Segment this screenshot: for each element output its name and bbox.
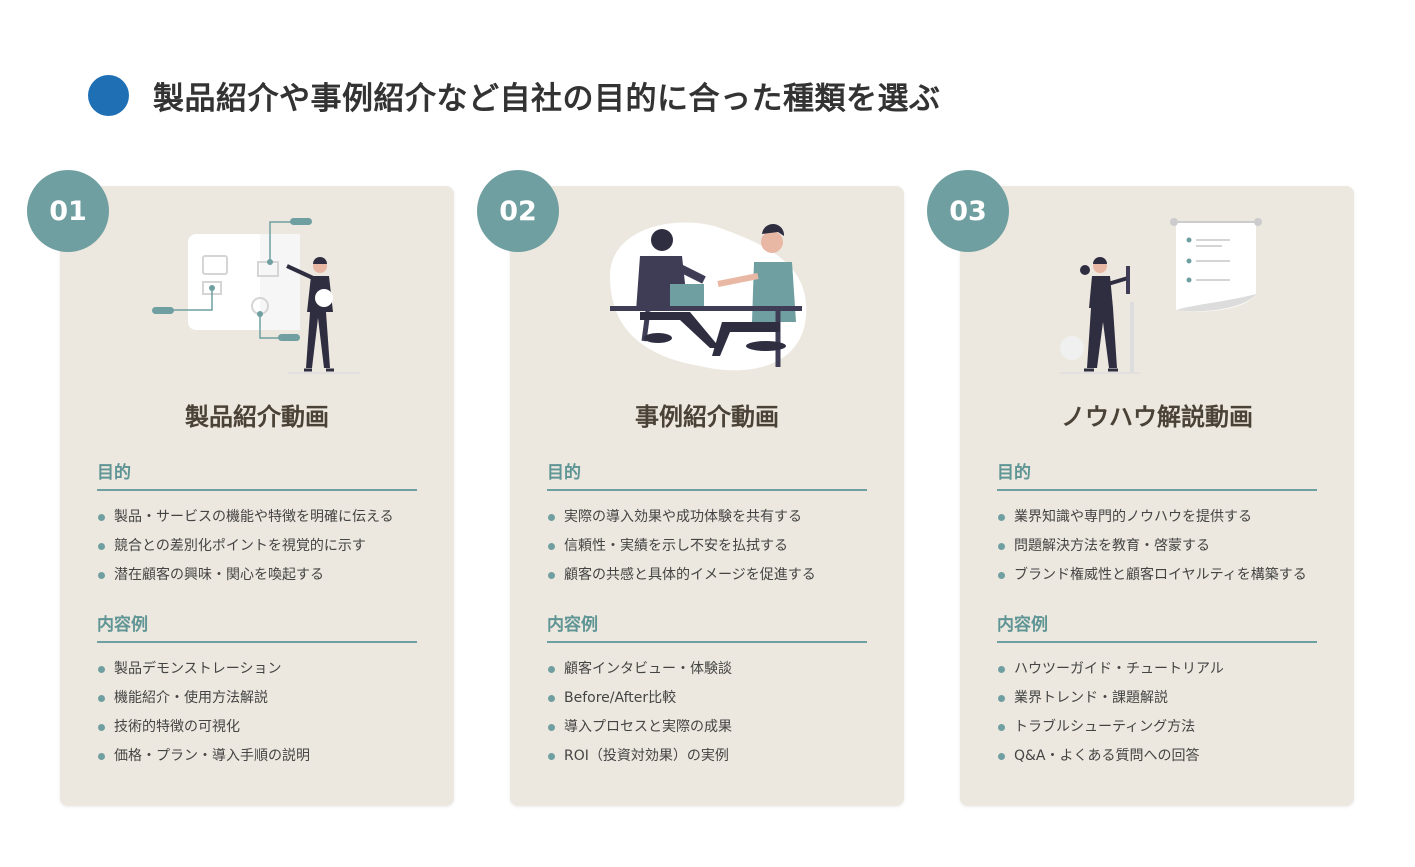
section-heading: 製品紹介や事例紹介など自社の目的に合った種類を選ぶ [88, 74, 941, 117]
card-title: 事例紹介動画 [635, 403, 779, 431]
list-item: 製品デモンストレーション [97, 661, 417, 690]
purpose-section: 目的 実際の導入効果や成功体験を共有する 信頼性・実績を示し不安を払拭する 顧客… [547, 458, 867, 596]
list-item: 製品・サービスの機能や特徴を明確に伝える [97, 509, 417, 538]
purpose-label: 目的 [97, 458, 417, 491]
list-item: Before/After比較 [547, 690, 867, 719]
list-item: 業界トレンド・課題解説 [997, 690, 1317, 719]
examples-list: 顧客インタビュー・体験談 Before/After比較 導入プロセスと実際の成果… [547, 661, 867, 777]
list-item: 導入プロセスと実際の成果 [547, 719, 867, 748]
list-item: 機能紹介・使用方法解説 [97, 690, 417, 719]
list-item: 顧客インタビュー・体験談 [547, 661, 867, 690]
list-item: ROI（投資対効果）の実例 [547, 748, 867, 777]
examples-list: ハウツーガイド・チュートリアル 業界トレンド・課題解説 トラブルシューティング方… [997, 661, 1317, 777]
list-item: 価格・プラン・導入手順の説明 [97, 748, 417, 777]
purpose-section: 目的 業界知識や専門的ノウハウを提供する 問題解決方法を教育・啓蒙する ブランド… [997, 458, 1317, 596]
purpose-list: 実際の導入効果や成功体験を共有する 信頼性・実績を示し不安を払拭する 顧客の共感… [547, 509, 867, 596]
card-knowhow-video: ノウハウ解説動画 目的 業界知識や専門的ノウハウを提供する 問題解決方法を教育・… [960, 186, 1354, 806]
list-item: 業界知識や専門的ノウハウを提供する [997, 509, 1317, 538]
list-item: Q&A・よくある質問への回答 [997, 748, 1317, 777]
examples-label: 内容例 [997, 610, 1317, 643]
card-number-badge: 02 [477, 170, 559, 252]
card-number-badge: 03 [927, 170, 1009, 252]
purpose-list: 業界知識や専門的ノウハウを提供する 問題解決方法を教育・啓蒙する ブランド権威性… [997, 509, 1317, 596]
list-item: 競合との差別化ポイントを視覚的に示す [97, 538, 417, 567]
list-item: ブランド権威性と顧客ロイヤルティを構築する [997, 567, 1317, 596]
list-item: トラブルシューティング方法 [997, 719, 1317, 748]
card-number-badge: 01 [27, 170, 109, 252]
heading-title: 製品紹介や事例紹介など自社の目的に合った種類を選ぶ [153, 80, 941, 117]
list-item: 顧客の共感と具体的イメージを促進する [547, 567, 867, 596]
examples-list: 製品デモンストレーション 機能紹介・使用方法解説 技術的特徴の可視化 価格・プラ… [97, 661, 417, 777]
card-title: ノウハウ解説動画 [1061, 403, 1253, 431]
presenter-with-board-illustration [152, 218, 360, 374]
card-title: 製品紹介動画 [185, 403, 329, 431]
examples-label: 内容例 [97, 610, 417, 643]
list-item: 問題解決方法を教育・啓蒙する [997, 538, 1317, 567]
examples-label: 内容例 [547, 610, 867, 643]
list-item: 実際の導入効果や成功体験を共有する [547, 509, 867, 538]
purpose-section: 目的 製品・サービスの機能や特徴を明確に伝える 競合との差別化ポイントを視覚的に… [97, 458, 417, 596]
examples-section: 内容例 ハウツーガイド・チュートリアル 業界トレンド・課題解説 トラブルシューテ… [997, 610, 1317, 777]
card-product-video: 製品紹介動画 目的 製品・サービスの機能や特徴を明確に伝える 競合との差別化ポイ… [60, 186, 454, 806]
list-item: 信頼性・実績を示し不安を払拭する [547, 538, 867, 567]
handshake-meeting-illustration [610, 222, 807, 371]
examples-section: 内容例 顧客インタビュー・体験談 Before/After比較 導入プロセスと実… [547, 610, 867, 777]
examples-section: 内容例 製品デモンストレーション 機能紹介・使用方法解説 技術的特徴の可視化 価… [97, 610, 417, 777]
list-item: 潜在顧客の興味・関心を喚起する [97, 567, 417, 596]
list-item: ハウツーガイド・チュートリアル [997, 661, 1317, 690]
list-item: 技術的特徴の可視化 [97, 719, 417, 748]
heading-bullet-icon [88, 74, 129, 116]
person-with-document-illustration [1060, 218, 1262, 374]
purpose-list: 製品・サービスの機能や特徴を明確に伝える 競合との差別化ポイントを視覚的に示す … [97, 509, 417, 596]
card-case-study-video: 事例紹介動画 目的 実際の導入効果や成功体験を共有する 信頼性・実績を示し不安を… [510, 186, 904, 806]
purpose-label: 目的 [997, 458, 1317, 491]
purpose-label: 目的 [547, 458, 867, 491]
